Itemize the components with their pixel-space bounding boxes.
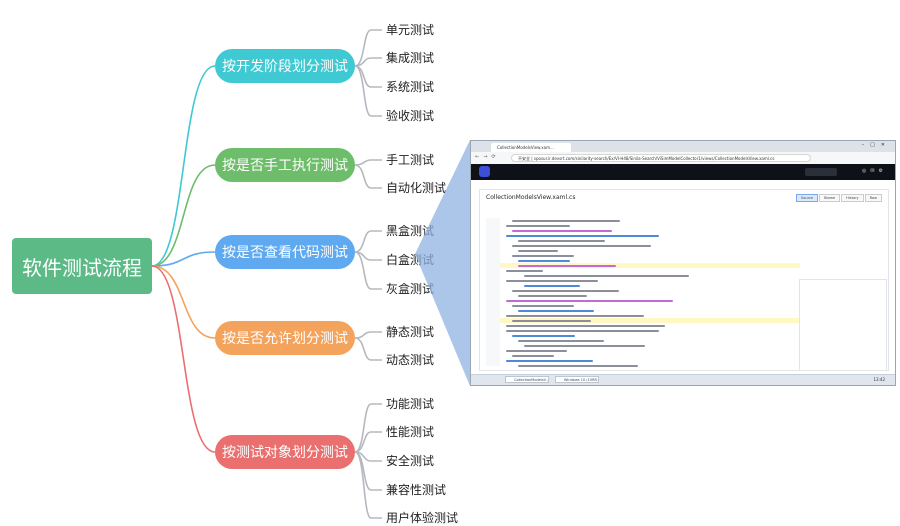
leaf-link-1-2 <box>354 57 382 67</box>
address-input[interactable]: 不安全 | sposur.ir.devsrt.com/sinilarity-se… <box>511 154 811 162</box>
site-search-input[interactable] <box>805 168 837 176</box>
leaf-node[interactable]: 集成测试 <box>386 51 435 65</box>
branch-node-5[interactable]: 按测试对象划分测试 <box>215 435 355 469</box>
code-line <box>524 284 580 287</box>
file-title: CollectionModelsView.xaml.cs <box>486 194 576 201</box>
leaf-node[interactable]: 静态测试 <box>386 325 435 339</box>
view-blame-button[interactable]: Blame <box>819 194 841 202</box>
code-line <box>506 349 567 352</box>
code-line <box>512 354 554 357</box>
leaf-node[interactable]: 手工测试 <box>386 153 435 167</box>
root-link-3 <box>151 251 216 267</box>
line-number-gutter <box>486 218 500 366</box>
code-line <box>506 329 659 332</box>
code-line <box>518 364 638 367</box>
leaf-link-1-4 <box>354 65 382 117</box>
view-switcher: Source Blame History Raw <box>795 194 882 202</box>
code-line <box>518 264 616 267</box>
embedded-screenshot: CollectionModelsView.xam... –□✕ ←→⟳ 不安全 … <box>470 140 896 386</box>
code-line <box>512 229 612 232</box>
highlighted-code-line <box>500 318 800 323</box>
leaf-node[interactable]: 功能测试 <box>386 397 435 411</box>
code-line <box>512 254 574 257</box>
view-history-button[interactable]: History <box>841 194 864 202</box>
leaf-node[interactable]: 动态测试 <box>386 353 435 367</box>
root-link-2 <box>151 164 216 267</box>
leaf-link-3-1 <box>354 230 382 253</box>
site-logo-icon[interactable] <box>479 166 490 177</box>
view-raw-button[interactable]: Raw <box>864 194 882 202</box>
browser-tabbar: CollectionModelsView.xam... –□✕ <box>471 141 895 152</box>
nav-arrows-icon[interactable]: ←→⟳ <box>475 154 500 160</box>
code-line <box>524 344 645 347</box>
code-line <box>524 274 689 277</box>
code-line <box>506 299 673 302</box>
code-line <box>518 309 594 312</box>
root-node[interactable]: 软件测试流程 <box>12 238 152 294</box>
code-line <box>512 334 575 337</box>
code-line <box>506 279 598 282</box>
code-line <box>518 339 604 342</box>
branch-node-1[interactable]: 按开发阶段划分测试 <box>215 49 355 83</box>
header-icons-icon[interactable]: ◎✉⚙ <box>861 168 887 174</box>
leaf-link-5-2 <box>354 431 382 453</box>
branch-node-4[interactable]: 按是否允许划分测试 <box>215 321 355 355</box>
leaf-node[interactable]: 验收测试 <box>386 109 435 123</box>
window-controls-icon[interactable]: –□✕ <box>861 142 891 148</box>
code-line <box>512 289 619 292</box>
leaf-node[interactable]: 自动化测试 <box>386 181 447 195</box>
code-line <box>518 259 570 262</box>
code-line <box>512 304 574 307</box>
os-taskbar: CollectionModelsV... Windows 10 (15RR...… <box>471 374 895 385</box>
comment-sidebar <box>799 279 887 371</box>
highlighted-code-line <box>500 263 800 268</box>
root-link-5 <box>151 265 216 453</box>
code-line <box>506 314 644 317</box>
code-line <box>518 294 587 297</box>
root-link-1 <box>151 65 216 267</box>
branch-node-3[interactable]: 按是否查看代码测试 <box>215 235 355 269</box>
code-line <box>512 319 591 322</box>
leaf-link-4-2 <box>354 337 382 361</box>
leaf-node[interactable]: 单元测试 <box>386 23 435 37</box>
leaf-link-3-3 <box>354 251 382 290</box>
leaf-node[interactable]: 性能测试 <box>386 425 435 439</box>
branch-node-2[interactable]: 按是否手工执行测试 <box>215 148 355 182</box>
leaf-node[interactable]: 安全测试 <box>386 454 435 468</box>
leaf-node[interactable]: 灰盒测试 <box>386 282 435 296</box>
zoom-callout-shape <box>415 140 470 386</box>
taskbar-item-browser[interactable]: CollectionModelsV... <box>505 376 549 383</box>
leaf-node[interactable]: 黑盒测试 <box>386 224 435 238</box>
site-header: ◎✉⚙ <box>471 164 895 180</box>
leaf-link-2-2 <box>354 164 382 189</box>
code-line <box>506 324 665 327</box>
leaf-node[interactable]: 系统测试 <box>386 80 435 94</box>
leaf-link-1-1 <box>354 29 382 67</box>
code-line <box>518 249 558 252</box>
code-line <box>506 269 543 272</box>
code-line <box>518 239 605 242</box>
code-line <box>506 234 659 237</box>
code-line <box>512 244 651 247</box>
code-line <box>506 224 570 227</box>
code-view <box>486 218 802 367</box>
leaf-link-5-1 <box>354 403 382 453</box>
taskbar-item-vm[interactable]: Windows 10 (15RR... <box>555 376 599 383</box>
root-link-4 <box>151 265 216 339</box>
taskbar-clock: 13:42 <box>873 377 885 382</box>
leaf-link-5-5 <box>354 451 382 519</box>
view-source-button[interactable]: Source <box>796 194 819 202</box>
leaf-node[interactable]: 兼容性测试 <box>386 483 447 497</box>
browser-tab[interactable]: CollectionModelsView.xam... <box>491 143 571 152</box>
code-line <box>506 359 593 362</box>
code-line <box>512 219 620 222</box>
